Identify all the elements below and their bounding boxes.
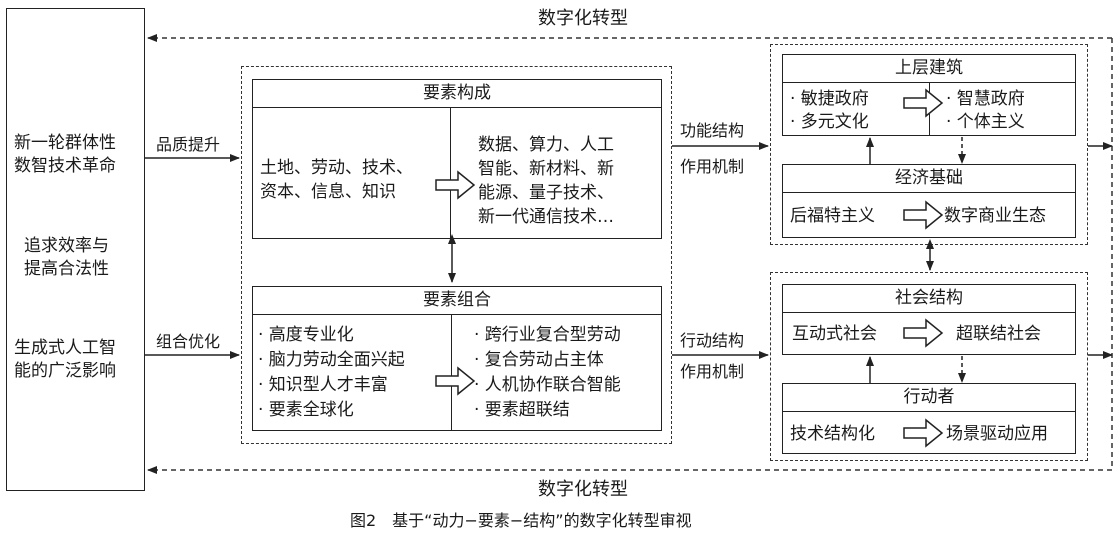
social-structure-title: 社会结构 (783, 285, 1075, 313)
combination-divider (451, 314, 452, 430)
composition-right-line3: 能源、量子技术、 (478, 183, 614, 203)
bottom-feedback-label: 数字化转型 (538, 479, 628, 500)
economic-base-box: 经济基础 (782, 164, 1076, 238)
composition-right-line1: 数据、算力、人工 (478, 135, 614, 155)
combination-left-3: · 要素全球化 (258, 400, 354, 420)
composition-left-line2: 资本、信息、知识 (260, 182, 396, 202)
superstructure-left-1: · 多元文化 (790, 112, 869, 132)
composition-divider (450, 107, 451, 238)
combination-box: 要素组合 (252, 286, 662, 431)
actor-hollow-arrow (903, 418, 944, 448)
actor-right: 场景驱动应用 (946, 424, 1048, 444)
combination-left-0: · 高度专业化 (258, 325, 354, 345)
economic-right: 数字商业生态 (944, 206, 1046, 226)
combination-left-1: · 脑力劳动全面兴起 (258, 350, 405, 370)
driver-box (6, 8, 145, 491)
figure-caption: 图2 基于“动力−要素−结构”的数字化转型审视 (350, 511, 692, 530)
composition-right-line2: 智能、新材料、新 (478, 159, 614, 179)
actor-title: 行动者 (783, 384, 1075, 412)
combination-right-0: · 跨行业复合型劳动 (474, 325, 621, 345)
func-label-line1: 功能结构 (680, 121, 745, 140)
elements-dashed-group (241, 66, 672, 444)
driver-1-line1: 新一轮群体性 (14, 133, 116, 153)
driver-3-line1: 生成式人工智 (14, 338, 116, 358)
superstructure-right-1: · 个体主义 (946, 112, 1025, 132)
driver-1-line2: 数智技术革命 (14, 156, 116, 176)
combination-hollow-arrow (435, 366, 476, 396)
composition-box: 要素构成 (252, 79, 662, 239)
superstructure-right-0: · 智慧政府 (946, 89, 1025, 109)
driver-2-line2: 提高合法性 (24, 259, 109, 279)
combination-title: 要素组合 (253, 287, 661, 315)
superstructure-left-0: · 敏捷政府 (790, 89, 869, 109)
social-left: 互动式社会 (792, 324, 877, 344)
action-structure-group (770, 272, 1088, 461)
composition-hollow-arrow (435, 170, 476, 200)
combine-label: 组合优化 (156, 332, 221, 351)
combination-right-2: · 人机协作联合智能 (474, 375, 621, 395)
act-label-line2: 作用机制 (680, 362, 745, 381)
actor-box: 行动者 (782, 383, 1076, 454)
economic-hollow-arrow (903, 200, 944, 230)
social-right: 超联结社会 (956, 324, 1041, 344)
social-hollow-arrow (903, 318, 944, 348)
quality-label: 品质提升 (156, 135, 221, 154)
top-feedback-label: 数字化转型 (538, 8, 628, 29)
act-label-line1: 行动结构 (680, 331, 745, 350)
combination-right-1: · 复合劳动占主体 (474, 350, 604, 370)
combination-right-3: · 要素超联结 (474, 400, 570, 420)
driver-2-line1: 追求效率与 (24, 236, 109, 256)
actor-left: 技术结构化 (790, 424, 875, 444)
composition-right-line4: 新一代通信技术… (478, 207, 614, 227)
economic-base-title: 经济基础 (783, 165, 1075, 193)
combination-left-2: · 知识型人才丰富 (258, 375, 388, 395)
economic-left: 后福特主义 (790, 206, 875, 226)
composition-title: 要素构成 (253, 80, 661, 108)
driver-3-line2: 能的广泛影响 (14, 361, 116, 381)
func-label-line2: 作用机制 (680, 157, 745, 176)
superstructure-hollow-arrow (903, 88, 944, 118)
composition-left-line1: 土地、劳动、技术、 (260, 158, 413, 178)
